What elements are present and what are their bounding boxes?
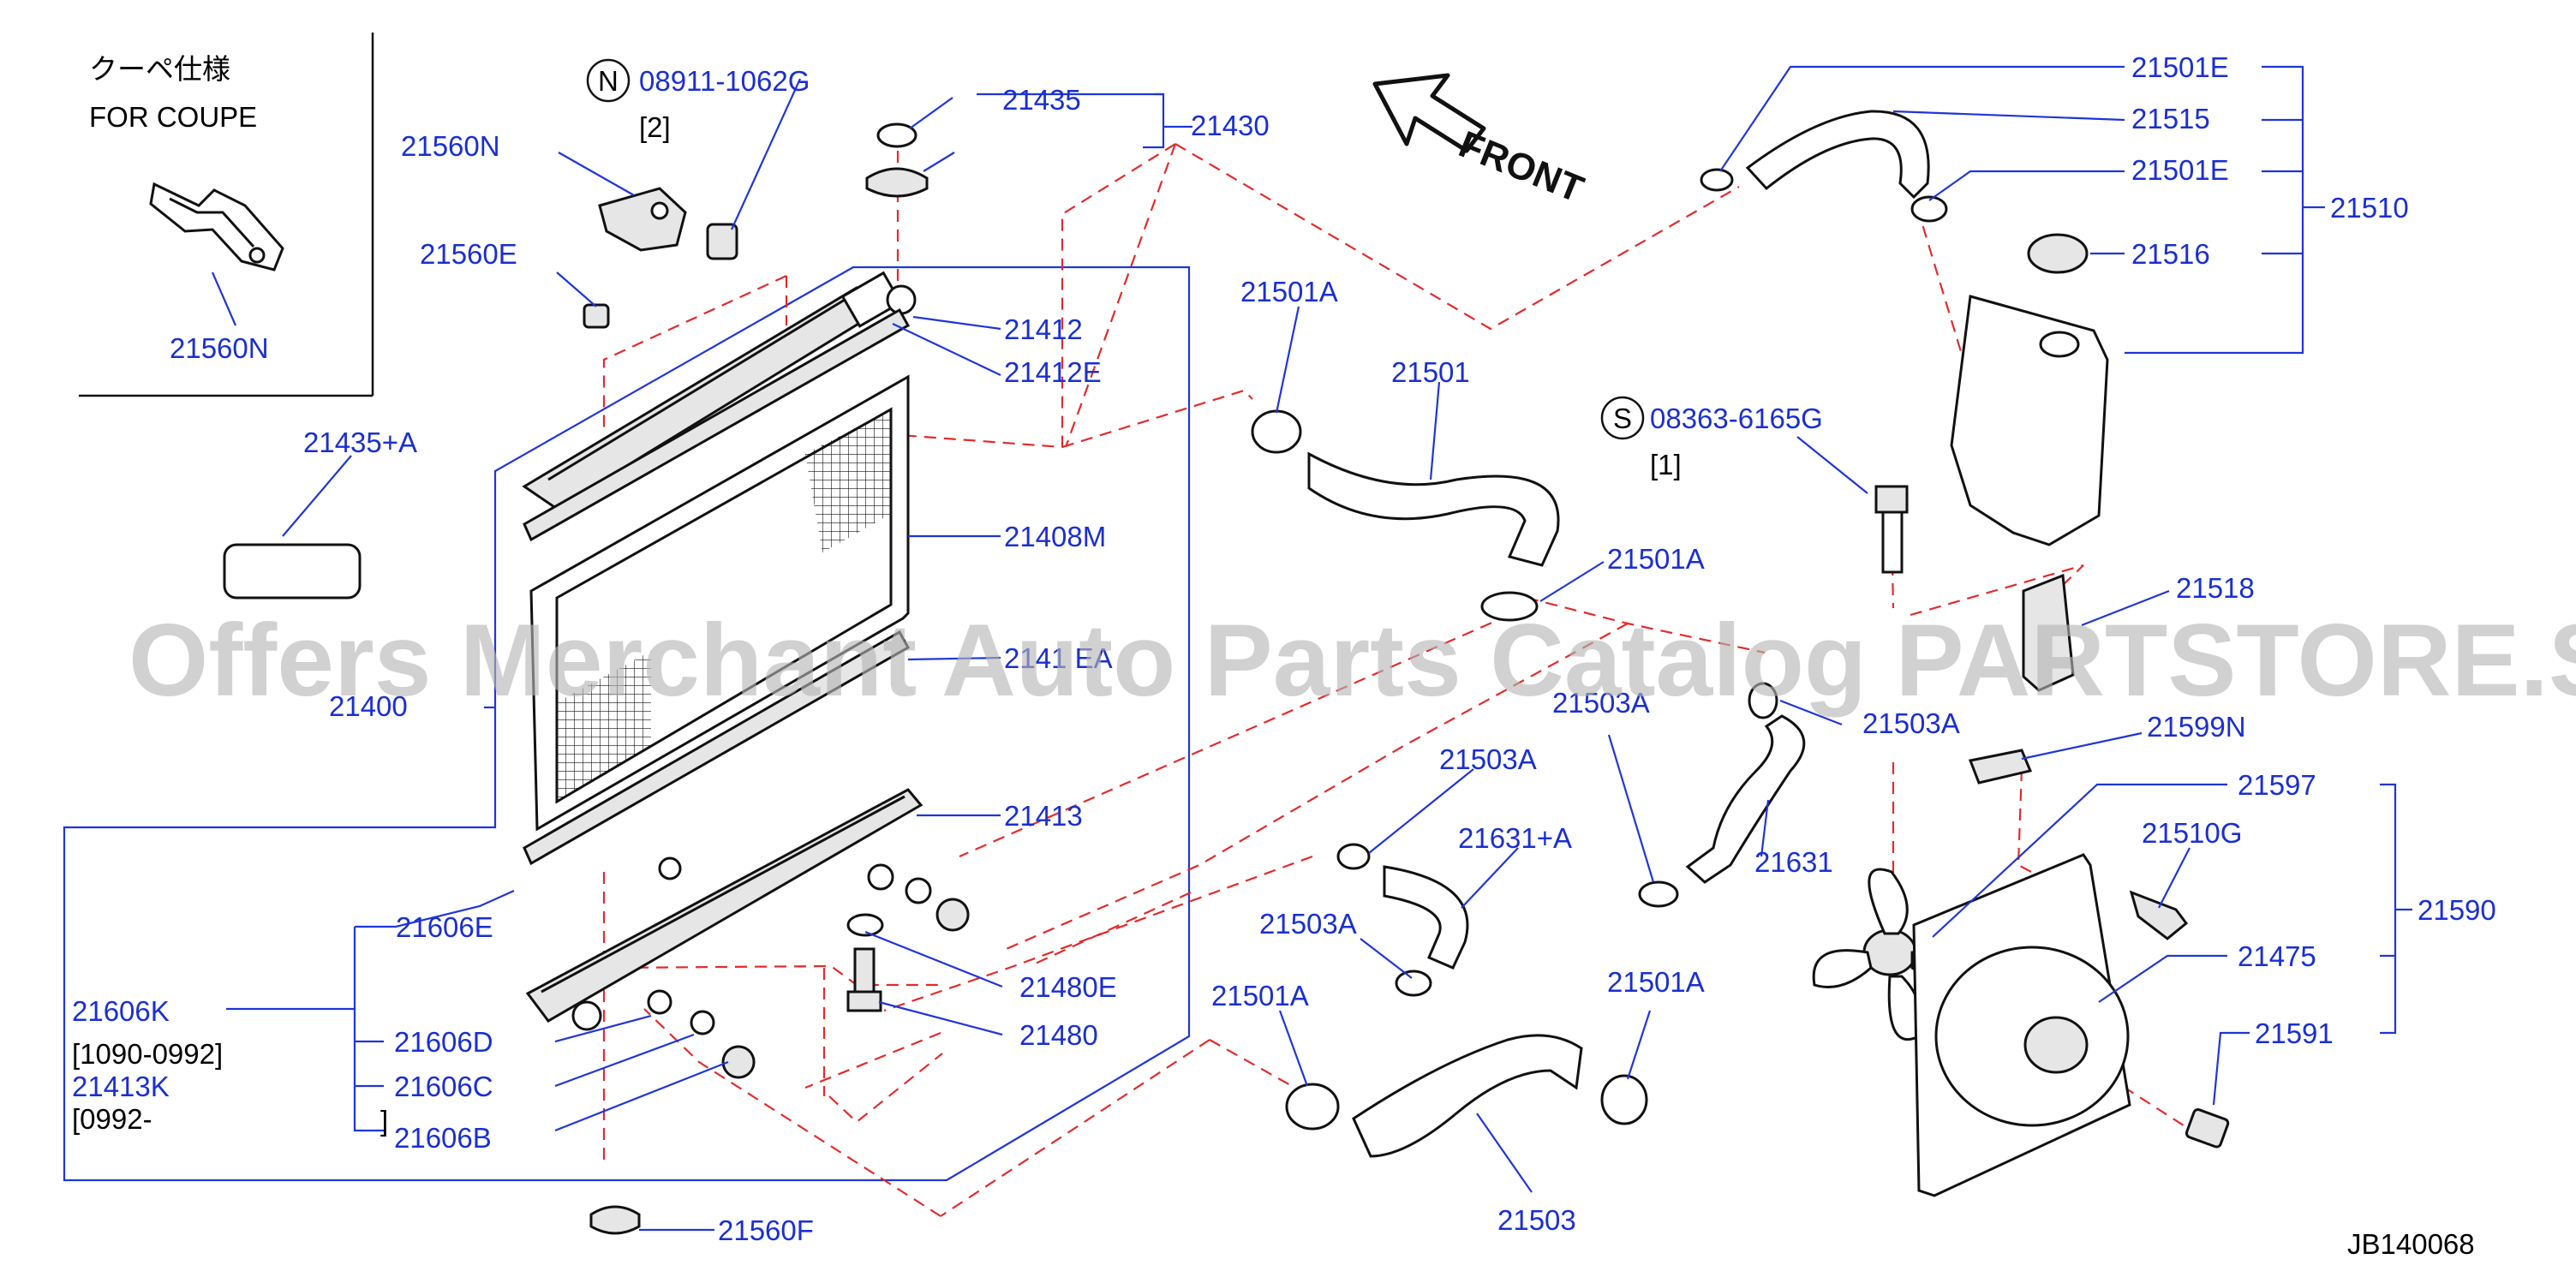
cap-21435 — [876, 122, 917, 148]
label-21518[interactable]: 21518 — [2176, 572, 2255, 604]
label-21631[interactable]: 21631 — [1754, 846, 1833, 878]
dashed-guides — [602, 143, 2187, 1217]
connector-21591 — [2185, 1108, 2230, 1149]
label-21503A-1[interactable]: 21503A — [1552, 687, 1650, 719]
clamp-21501A-2 — [1480, 591, 1539, 622]
front-label: FRONT — [1453, 123, 1589, 211]
symbol-S: S — [1613, 403, 1632, 434]
label-21480[interactable]: 21480 — [1019, 1019, 1098, 1051]
label-21503[interactable]: 21503 — [1497, 1204, 1576, 1236]
label-21501E-1[interactable]: 21501E — [2131, 51, 2229, 83]
label-21501[interactable]: 21501 — [1391, 356, 1470, 388]
label-21501A-3[interactable]: 21501A — [1211, 980, 1309, 1011]
cap-21430 — [865, 167, 929, 198]
label-08911-1062G[interactable]: 08911-1062G — [639, 65, 810, 97]
label-plate-21599N — [1968, 749, 2033, 785]
hoses — [1251, 110, 1948, 1158]
radiator-assembly-outline — [63, 266, 1191, 1182]
label-21606K[interactable]: 21606K — [72, 995, 170, 1027]
label-21475[interactable]: 21475 — [2238, 940, 2316, 972]
label-21606E[interactable]: 21606E — [396, 911, 493, 943]
label-21412E[interactable]: 21412E — [1004, 356, 1102, 388]
label-21501E-2[interactable]: 21501E — [2131, 154, 2229, 186]
clamp-21501A-4 — [1600, 1074, 1648, 1125]
label-08363-6165G[interactable]: 08363-6165G — [1650, 403, 1823, 434]
inset-title-en: FOR COUPE — [89, 101, 257, 133]
label-21599N[interactable]: 21599N — [2147, 711, 2246, 743]
label-21606B[interactable]: 21606B — [394, 1122, 492, 1154]
symbol-N: N — [598, 65, 619, 97]
label-21560F[interactable]: 21560F — [718, 1214, 814, 1246]
range-21606K: [1090-0992] — [72, 1038, 223, 1070]
bracket-21560N — [598, 187, 687, 252]
right-parts — [1812, 233, 2230, 1197]
label-21560N-inset[interactable]: 21560N — [170, 332, 269, 364]
label-21503A-4[interactable]: 21503A — [1259, 908, 1357, 940]
label-21413[interactable]: 21413 — [1004, 800, 1083, 832]
reservoir-21510 — [1950, 295, 2109, 546]
qty-08363: [1] — [1650, 449, 1682, 480]
label-21590[interactable]: 21590 — [2418, 894, 2496, 926]
bolt-08363 — [1874, 485, 1909, 514]
clamp-21501A-3 — [1285, 1083, 1340, 1131]
label-21510G[interactable]: 21510G — [2142, 817, 2242, 849]
label-21606D[interactable]: 21606D — [394, 1026, 493, 1058]
label-21516[interactable]: 21516 — [2131, 238, 2210, 270]
qty-08911: [2] — [639, 111, 671, 143]
label-21435[interactable]: 21435 — [1002, 84, 1081, 116]
hose-21501 — [1307, 451, 1560, 567]
label-21435A[interactable]: 21435+A — [303, 427, 417, 458]
hose-21631 — [1685, 714, 1806, 884]
label-21510[interactable]: 21510 — [2330, 192, 2409, 224]
label-21501A-2[interactable]: 21501A — [1607, 543, 1705, 575]
coupe-inset: クーペ仕様 FOR COUPE 21560N — [79, 33, 374, 397]
screw-21510G — [2129, 890, 2189, 940]
radiator-parts — [223, 122, 970, 1235]
leader-lines — [226, 65, 2412, 1232]
label-2141EA[interactable]: 2141 EA — [1004, 642, 1113, 674]
seal-21435A — [223, 543, 362, 600]
label-21501A-1[interactable]: 21501A — [1240, 276, 1338, 307]
label-21560E[interactable]: 21560E — [420, 238, 517, 270]
inset-title-jp: クーペ仕様 — [89, 53, 230, 85]
watermark: Offers Merchant Auto Parts Catalog PARTS… — [129, 603, 2576, 718]
front-arrow: FRONT — [1372, 73, 1589, 211]
label-21606C[interactable]: 21606C — [394, 1071, 493, 1102]
label-21503A-2[interactable]: 21503A — [1862, 707, 1960, 739]
label-21480E[interactable]: 21480E — [1019, 971, 1117, 1003]
bracket-21518 — [2022, 573, 2075, 692]
label-21408M[interactable]: 21408M — [1004, 521, 1106, 552]
range-21413K-close: ] — [380, 1105, 388, 1137]
label-21400[interactable]: 21400 — [329, 690, 408, 722]
fan-21597 — [1812, 868, 1975, 1041]
hose-21503 — [1352, 1034, 1583, 1158]
cap-21516 — [2027, 233, 2089, 274]
hose-21515 — [1745, 110, 1930, 200]
label-21413K[interactable]: 21413K — [72, 1071, 170, 1102]
label-21560N[interactable]: 21560N — [401, 130, 500, 162]
diagram-code: JB140068 — [2347, 1228, 2475, 1260]
label-21597[interactable]: 21597 — [2238, 769, 2316, 801]
radiator-bottom-tank — [525, 788, 923, 1023]
label-21501A-4[interactable]: 21501A — [1607, 966, 1705, 998]
label-21430[interactable]: 21430 — [1191, 110, 1270, 141]
label-21631A[interactable]: 21631+A — [1458, 822, 1572, 854]
hose-21631A — [1383, 865, 1469, 970]
part-labels: 21560N N 08911-1062G [2] 21435 21430 215… — [72, 51, 2496, 1260]
mount-21560F — [589, 1205, 641, 1235]
range-21413K: [0992- — [72, 1103, 152, 1135]
label-21503A-3[interactable]: 21503A — [1439, 743, 1537, 775]
label-21591[interactable]: 21591 — [2255, 1017, 2334, 1049]
clamp-21501A-1 — [1251, 409, 1302, 454]
label-21412[interactable]: 21412 — [1004, 313, 1083, 345]
label-21515[interactable]: 21515 — [2131, 103, 2210, 134]
